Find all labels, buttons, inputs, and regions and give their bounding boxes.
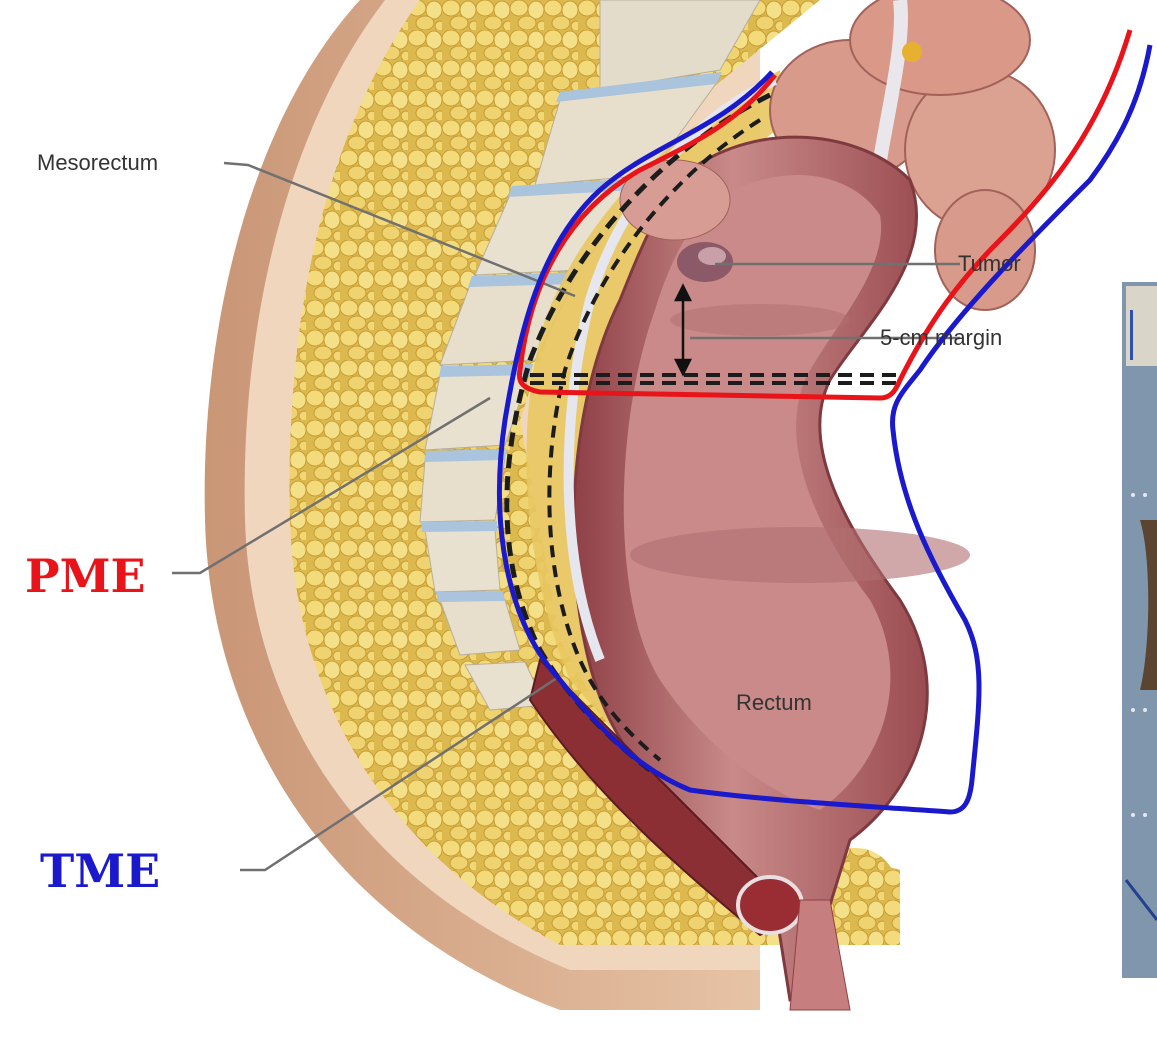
label-mesorectum: Mesorectum xyxy=(37,152,158,174)
label-rectum: Rectum xyxy=(736,692,812,714)
rectum-fold xyxy=(670,304,850,336)
specimen-photo xyxy=(1122,282,1157,978)
perianal-fat xyxy=(840,848,900,945)
coccyx-muscle-end xyxy=(738,877,802,933)
label-pme: PME xyxy=(25,553,146,599)
label-tumor: Tumor xyxy=(958,253,1021,275)
label-tme: TME xyxy=(40,848,160,894)
label-margin: 5-cm margin xyxy=(880,327,1002,349)
